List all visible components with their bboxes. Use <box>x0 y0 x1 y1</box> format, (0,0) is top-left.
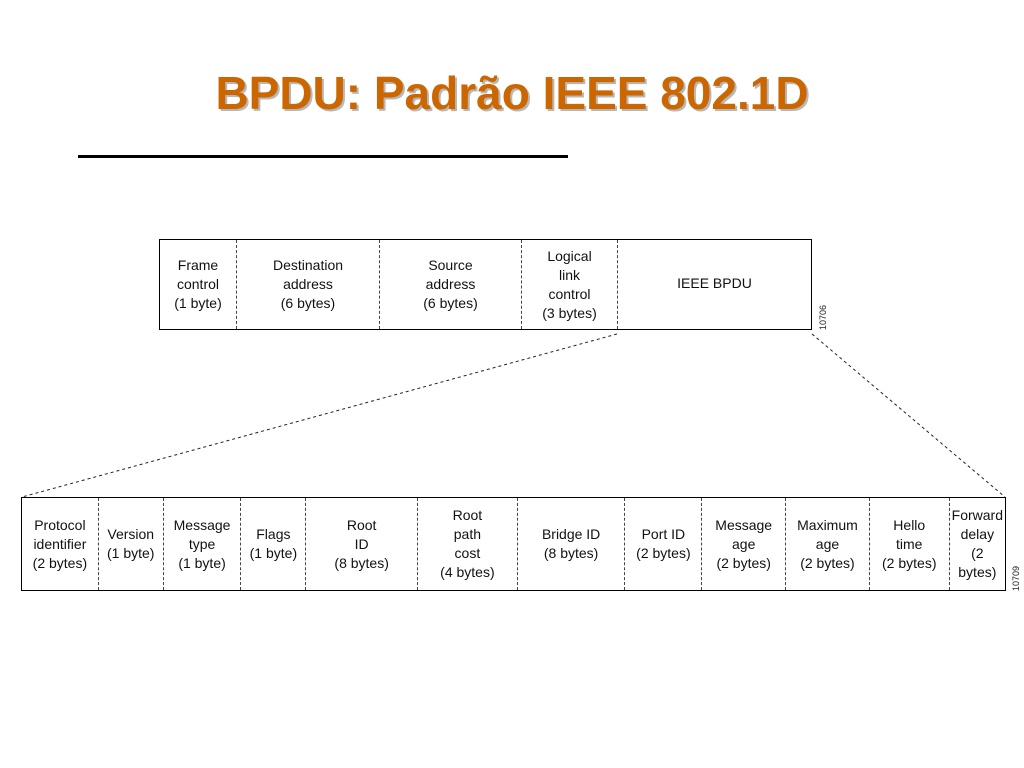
field-forward-delay: Forward delay (2 bytes) <box>951 507 1004 580</box>
field-message-type: Message type (1 byte) <box>164 498 242 590</box>
field-hello-time: Hello time (2 bytes) <box>870 498 950 590</box>
field-message-age: Message age (2 bytes) <box>702 498 787 590</box>
field-root-id: Root ID (8 bytes) <box>306 498 419 590</box>
field-root-path-cost: Root path cost (4 bytes) <box>418 498 518 590</box>
field-protocol-identifier: Protocol identifier (2 bytes) <box>22 498 99 590</box>
connector-left <box>21 333 618 498</box>
field-destination-address: Destination address (6 bytes) <box>237 240 380 329</box>
frame-bpdu-fields: Protocol identifier (2 bytes) Version (1… <box>21 497 1006 591</box>
title-underline <box>78 155 568 158</box>
field-logical-link-control: Logical link control (3 bytes) <box>522 240 618 329</box>
field-bridge-id: Bridge ID (8 bytes) <box>518 498 626 590</box>
field-version: Version (1 byte) <box>99 498 164 590</box>
field-ieee-bpdu: IEEE BPDU <box>677 275 752 291</box>
figure-id-bottom: 10709 <box>1011 565 1021 591</box>
field-maximum-age: Maximum age (2 bytes) <box>786 498 870 590</box>
field-source-address: Source address (6 bytes) <box>380 240 522 329</box>
field-port-id: Port ID (2 bytes) <box>625 498 703 590</box>
slide-title: BPDU: Padrão IEEE 802.1D <box>215 67 809 119</box>
frame-top: Frame control (1 byte) Destination addre… <box>159 239 812 330</box>
field-frame-control: Frame control (1 byte) <box>160 240 237 329</box>
field-flags: Flags (1 byte) <box>241 498 307 590</box>
connector-right <box>811 333 1006 498</box>
